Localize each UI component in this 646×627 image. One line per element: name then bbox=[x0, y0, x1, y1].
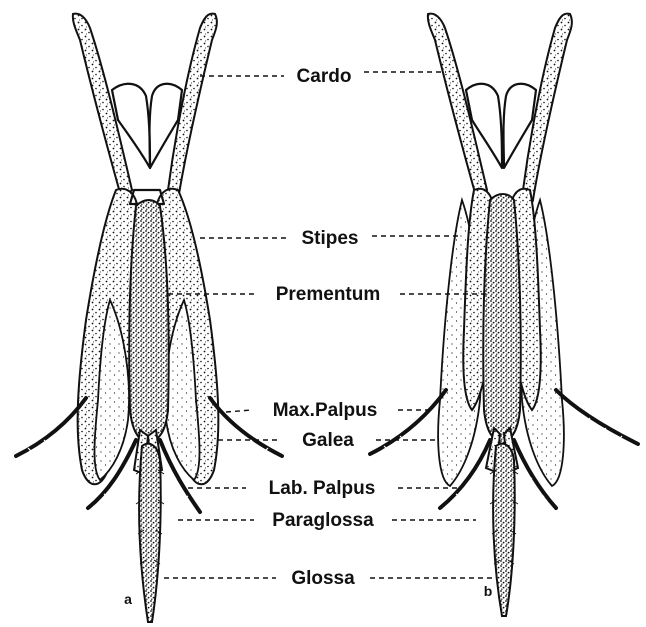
label-paraglossa: Paraglossa bbox=[272, 510, 374, 531]
cardo-right-b bbox=[523, 14, 572, 200]
specimen-b bbox=[370, 14, 638, 616]
cardo-right-a bbox=[168, 14, 217, 200]
label-stipes: Stipes bbox=[301, 228, 358, 249]
glossa-b bbox=[493, 444, 515, 616]
label-glossa: Glossa bbox=[291, 568, 355, 589]
glossa-a bbox=[139, 444, 161, 622]
max-palpus-right-b bbox=[556, 390, 638, 444]
specimen-a bbox=[16, 14, 282, 622]
prementum-b bbox=[483, 194, 521, 444]
panel-label-a: a bbox=[124, 591, 132, 607]
max-palpus-left-b bbox=[370, 390, 446, 454]
label-max-palpus: Max.Palpus bbox=[273, 400, 378, 421]
label-galea: Galea bbox=[302, 430, 354, 451]
label-lab-palpus: Lab. Palpus bbox=[269, 478, 376, 499]
panel-label-b: b bbox=[484, 583, 493, 599]
cardo-left-a bbox=[73, 14, 132, 200]
max-palpus-left-a bbox=[16, 398, 86, 456]
prementum-a bbox=[129, 200, 168, 444]
label-prementum: Prementum bbox=[276, 284, 381, 305]
leader-maxpalp-left bbox=[226, 410, 252, 412]
cardo-left-b bbox=[428, 14, 487, 200]
label-cardo: Cardo bbox=[297, 66, 352, 87]
max-palpus-right-a bbox=[210, 398, 282, 456]
leader-lines bbox=[164, 72, 492, 578]
